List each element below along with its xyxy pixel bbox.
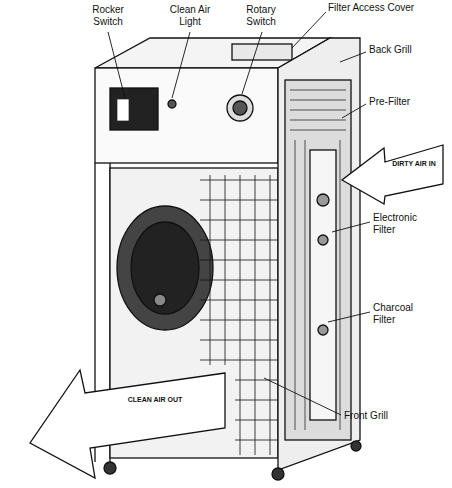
part-label: Clean Air Light	[162, 4, 218, 27]
part-label: Charcoal Filter	[373, 302, 433, 325]
part-label: Rotary Switch	[232, 4, 290, 27]
arrow-label: DIRTY AIR IN	[387, 160, 441, 168]
airflow-arrow: CLEAN AIR OUT	[25, 368, 230, 483]
airflow-arrow: DIRTY AIR IN	[340, 140, 446, 208]
part-label: Electronic Filter	[373, 212, 433, 235]
part-label: Back Grill	[369, 44, 439, 56]
part-label: Filter Access Cover	[328, 2, 423, 14]
part-label: Rocker Switch	[78, 4, 138, 27]
arrow-outline	[25, 368, 230, 483]
arrow-label: CLEAN AIR OUT	[110, 396, 200, 404]
arrow-outline	[340, 140, 446, 208]
part-label: Front Grill	[344, 410, 404, 422]
part-label: Pre-Filter	[369, 96, 439, 108]
